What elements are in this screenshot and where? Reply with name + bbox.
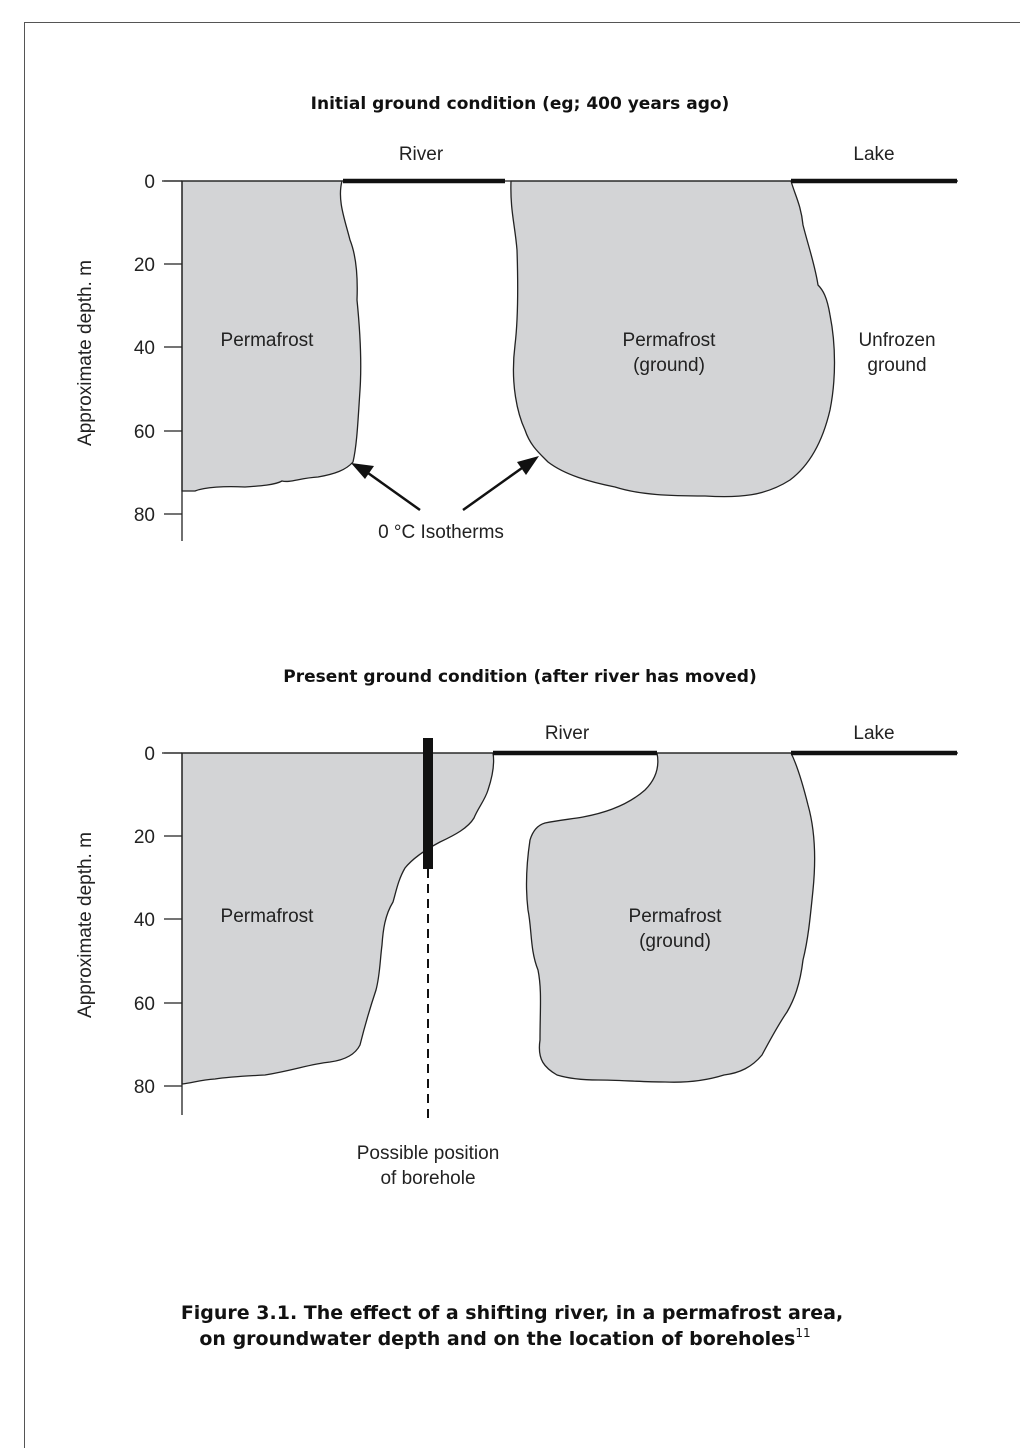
- panel-title: Initial ground condition (eg; 400 years …: [311, 94, 730, 114]
- unfrozen-label: Unfrozen: [858, 330, 935, 351]
- tick-label: 80: [134, 505, 155, 526]
- arrow-head-icon: [351, 463, 374, 479]
- permafrost-left-region: [181, 752, 495, 1085]
- tick-label: 20: [134, 255, 155, 276]
- permafrost-right-label: Permafrost: [629, 906, 723, 927]
- permafrost-left-label: Permafrost: [221, 330, 315, 351]
- panel-present: Present ground condition (after river ha…: [75, 667, 958, 1189]
- y-axis-label: Approximate depth. m: [75, 832, 96, 1018]
- borehole-label: Possible position: [357, 1143, 500, 1164]
- isotherm-arrow-right: [462, 466, 523, 512]
- tick-label: 80: [134, 1077, 155, 1098]
- panel-title: Present ground condition (after river ha…: [283, 667, 756, 687]
- permafrost-right-region: [510, 180, 836, 498]
- tick-label: 60: [134, 422, 155, 443]
- permafrost-right-region: [525, 752, 816, 1083]
- tick-label: 20: [134, 827, 155, 848]
- figure-frame: [24, 22, 1020, 1448]
- tick-label: 0: [144, 744, 155, 765]
- permafrost-right-label-2: (ground): [639, 931, 711, 952]
- lake-label: Lake: [853, 144, 894, 165]
- arrow-head-icon: [517, 456, 539, 475]
- permafrost-left-label: Permafrost: [221, 906, 315, 927]
- caption-footnote: 11: [795, 1326, 810, 1340]
- y-axis-label: Approximate depth. m: [75, 260, 96, 446]
- tick-label: 40: [134, 338, 155, 359]
- borehole-label-2: of borehole: [380, 1168, 475, 1189]
- panel-initial: Initial ground condition (eg; 400 years …: [75, 94, 958, 543]
- permafrost-right-label-2: (ground): [633, 355, 705, 376]
- tick-label: 0: [144, 172, 155, 193]
- caption-line-2-text: on groundwater depth and on the location…: [199, 1328, 795, 1350]
- figure-caption: Figure 3.1. The effect of a shifting riv…: [181, 1302, 843, 1350]
- river-label: River: [545, 723, 590, 744]
- borehole: [423, 738, 433, 869]
- river-label: River: [399, 144, 444, 165]
- tick-label: 40: [134, 910, 155, 931]
- permafrost-right-label: Permafrost: [623, 330, 717, 351]
- lake-label: Lake: [853, 723, 894, 744]
- caption-line-2: on groundwater depth and on the location…: [199, 1326, 810, 1350]
- caption-line-1: Figure 3.1. The effect of a shifting riv…: [181, 1302, 843, 1324]
- permafrost-left-region: [181, 180, 362, 492]
- unfrozen-label-2: ground: [867, 355, 926, 376]
- isotherms-label: 0 °C Isotherms: [378, 522, 504, 543]
- tick-label: 60: [134, 994, 155, 1015]
- isotherm-arrow-left: [367, 471, 421, 512]
